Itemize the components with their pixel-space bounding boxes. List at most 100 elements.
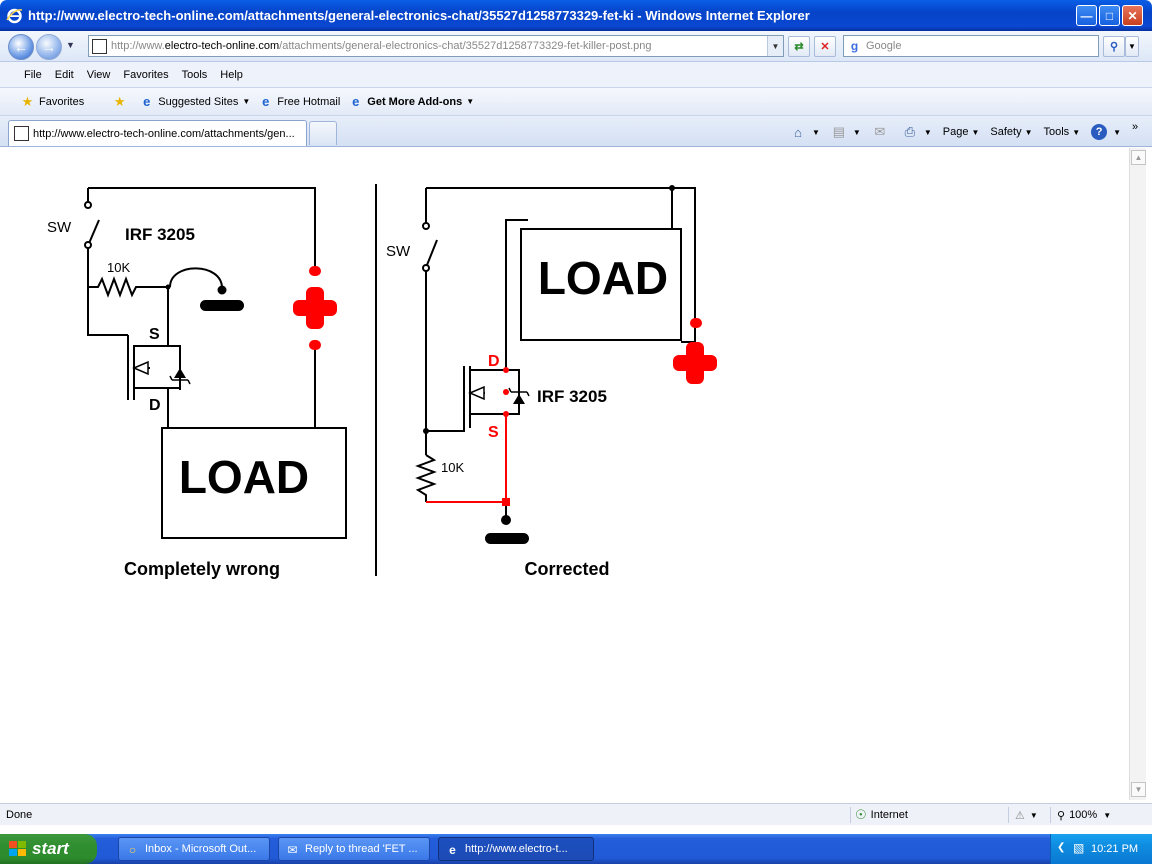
taskbar-item-reply[interactable]: ✉ Reply to thread 'FET ... [278, 837, 430, 861]
chevron-down-icon: ▼ [852, 127, 861, 137]
menu-favorites[interactable]: Favorites [123, 68, 169, 81]
maximize-button[interactable]: □ [1099, 5, 1120, 26]
stop-button[interactable]: ✕ [814, 36, 836, 57]
switch-label-corrected: SW [386, 243, 411, 260]
google-icon: g [850, 39, 859, 53]
resistor-label-wrong: 10K [107, 260, 130, 275]
chevron-down-icon: ▼ [1029, 810, 1038, 820]
refresh-button[interactable]: ⇄ [788, 36, 810, 57]
menu-file[interactable]: File [24, 68, 42, 81]
search-input[interactable]: g Google [843, 35, 1099, 57]
zoom-level: 100% [1069, 809, 1098, 821]
title-bar[interactable]: http://www.electro-tech-online.com/attac… [0, 0, 1152, 31]
url-domain: electro-tech-online.com [164, 40, 280, 52]
get-more-addons-label: Get More Add-ons [367, 95, 463, 108]
vertical-scrollbar[interactable]: ▲ ▼ [1129, 148, 1146, 800]
scroll-down-button[interactable]: ▼ [1131, 782, 1146, 797]
positive-terminal-symbol [293, 287, 337, 329]
magnifier-icon: ⚲ [1109, 41, 1119, 53]
scroll-up-button[interactable]: ▲ [1131, 150, 1146, 165]
menu-tools[interactable]: Tools [181, 68, 208, 81]
internet-explorer-icon: e [449, 842, 456, 857]
load-label-wrong: LOAD [179, 451, 309, 503]
help-icon: ? [1091, 124, 1108, 140]
load-label-corrected: LOAD [538, 252, 668, 304]
taskbar-item-outlook[interactable]: ○ Inbox - Microsoft Out... [118, 837, 270, 861]
suggested-sites-label: Suggested Sites [158, 95, 239, 108]
dropdown-arrow-icon: ▼ [466, 97, 475, 106]
network-icon[interactable]: ▧ [1073, 841, 1085, 855]
refresh-icon: ⇄ [794, 41, 804, 53]
security-zone[interactable]: ☉ Internet [850, 807, 908, 823]
protected-mode-button[interactable]: ⚠▼ [1008, 807, 1038, 823]
address-field[interactable]: http://www.electro-tech-online.com/attac… [88, 35, 784, 57]
favorites-button[interactable]: ★ Favorites [20, 93, 85, 109]
new-tab-button[interactable] [309, 121, 337, 145]
corrected-circuit [415, 187, 696, 502]
toolbar-overflow-button[interactable]: » [1132, 121, 1138, 133]
clock: 10:21 PM [1091, 843, 1139, 855]
search-button[interactable]: ⚲ [1103, 36, 1125, 57]
status-bar: Done ☉ Internet ⚠▼ ⚲ 100% ▼ [0, 803, 1152, 825]
windows-logo-icon [9, 841, 26, 856]
page-content: LOAD SW IRF 3205 10K S D Completely wron… [5, 148, 1129, 800]
wrong-circuit [84, 187, 316, 428]
home-button[interactable]: ⌂▼ [790, 124, 820, 140]
internet-explorer-icon [6, 8, 23, 24]
menu-edit[interactable]: Edit [54, 68, 74, 81]
stop-icon: ✕ [820, 41, 830, 53]
chevron-down-icon: ▼ [971, 127, 980, 137]
forward-arrow-icon: → [42, 39, 56, 55]
address-toolbar: ← → ▼ http://www.electro-tech-online.com… [0, 31, 1152, 62]
feeds-button[interactable]: ▤▼ [831, 124, 861, 140]
print-button[interactable]: ⎙▼ [902, 124, 932, 140]
back-button[interactable]: ← [8, 34, 34, 60]
zoom-button[interactable]: ⚲ 100% ▼ [1050, 807, 1111, 823]
read-mail-button[interactable]: ✉ [872, 124, 891, 140]
page-menu-button[interactable]: Page▼ [943, 126, 980, 138]
recent-pages-dropdown-icon[interactable]: ▼ [66, 40, 75, 50]
tray-expand-icon[interactable]: ❮ [1057, 842, 1066, 853]
menu-help[interactable]: Help [220, 68, 243, 81]
favorites-label: Favorites [39, 95, 85, 108]
taskbar-item-ie[interactable]: e http://www.electro-t... [438, 837, 594, 861]
chevron-down-icon: ▼ [1113, 127, 1122, 137]
tab-current-page[interactable]: http://www.electro-tech-online.com/attac… [8, 120, 307, 146]
safety-menu-button[interactable]: Safety▼ [990, 126, 1032, 138]
start-button[interactable]: start [0, 834, 97, 864]
maximize-icon: □ [1105, 8, 1114, 23]
caption-wrong: Completely wrong [124, 559, 280, 579]
star-icon: ★ [21, 93, 34, 109]
drain-label-corrected: D [488, 353, 500, 370]
load-box-wrong [161, 427, 347, 539]
forward-button[interactable]: → [36, 34, 62, 60]
shield-icon: ⚠ [1015, 809, 1025, 822]
zone-label: Internet [870, 809, 908, 821]
suggested-sites-button[interactable]: e Suggested Sites ▼ [139, 94, 250, 109]
caption-corrected: Corrected [524, 559, 609, 579]
start-label: start [32, 839, 69, 858]
status-text: Done [6, 809, 33, 821]
menu-bar: File Edit View Favorites Tools Help [0, 62, 1152, 88]
taskbar: start ○ Inbox - Microsoft Out... ✉ Reply… [0, 834, 1152, 864]
close-window-button[interactable]: ✕ [1122, 5, 1143, 26]
get-more-addons-button[interactable]: e Get More Add-ons ▼ [348, 94, 474, 109]
window-title: http://www.electro-tech-online.com/attac… [28, 8, 810, 23]
tools-menu-button[interactable]: Tools▼ [1044, 126, 1081, 138]
mail-icon: ✉ [287, 842, 298, 857]
chevron-down-icon: ▼ [1103, 810, 1112, 820]
address-dropdown-icon[interactable]: ▼ [767, 36, 783, 56]
body-diode-arrow-icon [132, 360, 149, 376]
outlook-icon: ○ [128, 842, 137, 857]
add-to-favorites-button[interactable]: ★ [112, 94, 131, 109]
minimize-button[interactable]: — [1076, 5, 1097, 26]
free-hotmail-link[interactable]: e Free Hotmail [258, 94, 340, 109]
ground-symbol [200, 300, 244, 311]
chevron-down-icon: ▼ [812, 127, 820, 137]
chevron-down-icon: ▼ [1128, 42, 1136, 51]
double-chevron-icon: » [1132, 121, 1139, 133]
chevron-down-icon: ▼ [1072, 127, 1081, 137]
help-button[interactable]: ?▼ [1091, 124, 1121, 140]
menu-view[interactable]: View [86, 68, 111, 81]
search-options-button[interactable]: ▼ [1125, 36, 1139, 57]
